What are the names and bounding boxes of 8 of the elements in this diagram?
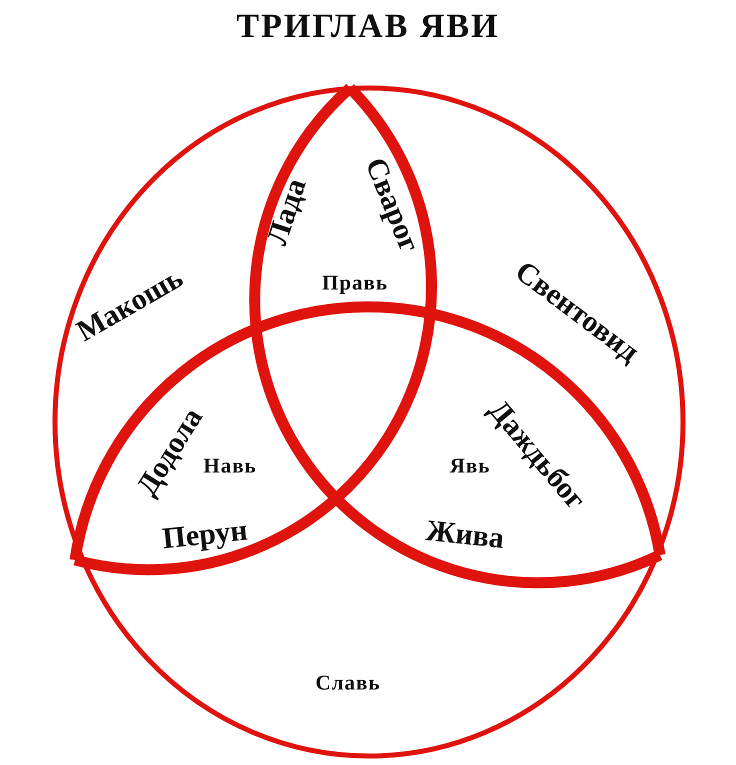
deity-name: Лада	[260, 174, 314, 250]
diagram-title: ТРИГЛАВ ЯВИ	[235, 8, 501, 46]
realm-label: Правь	[322, 270, 388, 296]
realm-label: Славь	[316, 670, 380, 696]
deity-name: Жива	[424, 514, 506, 556]
realm-label: Навь	[203, 454, 257, 478]
deity-name: Перун	[160, 514, 250, 556]
deity-name: Сварог	[358, 153, 426, 257]
